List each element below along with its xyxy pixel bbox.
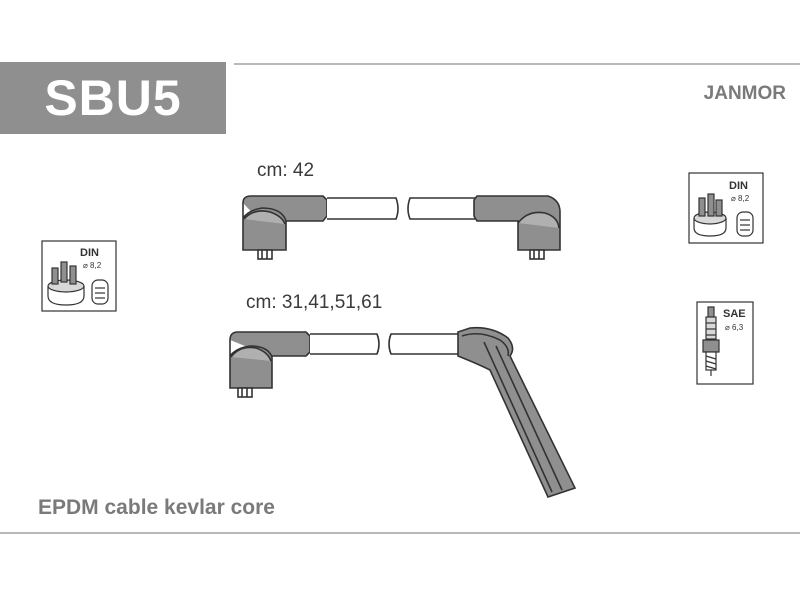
din-label-right: DIN (729, 180, 748, 192)
distributor-din-icon-left: DIN ⌀ 8,2 (41, 240, 117, 312)
brand-name: JANMOR (703, 83, 786, 104)
sae-diameter: ⌀ 6,3 (725, 323, 744, 332)
bottom-divider (0, 532, 800, 534)
sae-label: SAE (723, 308, 746, 320)
top-wire-length: cm: 42 (257, 160, 315, 181)
top-wire (242, 195, 561, 260)
part-code: SBU5 (44, 70, 182, 126)
din-diameter-left: ⌀ 8,2 (83, 261, 102, 270)
spark-plug-sae-icon: SAE ⌀ 6,3 (696, 301, 754, 385)
material-footer: EPDM cable kevlar core (38, 496, 275, 519)
title-box (0, 62, 226, 134)
distributor-din-icon-right: DIN ⌀ 8,2 (688, 172, 764, 244)
din-label-left: DIN (80, 247, 99, 259)
din-diameter-right: ⌀ 8,2 (731, 194, 750, 203)
bottom-left-boot (229, 331, 311, 398)
bottom-wire (229, 326, 577, 498)
bottom-wire-length: cm: 31,41,51,61 (246, 292, 383, 313)
top-divider (234, 63, 800, 65)
top-right-boot (473, 195, 561, 260)
top-left-boot (242, 195, 328, 260)
spark-plug-boot (457, 326, 577, 498)
